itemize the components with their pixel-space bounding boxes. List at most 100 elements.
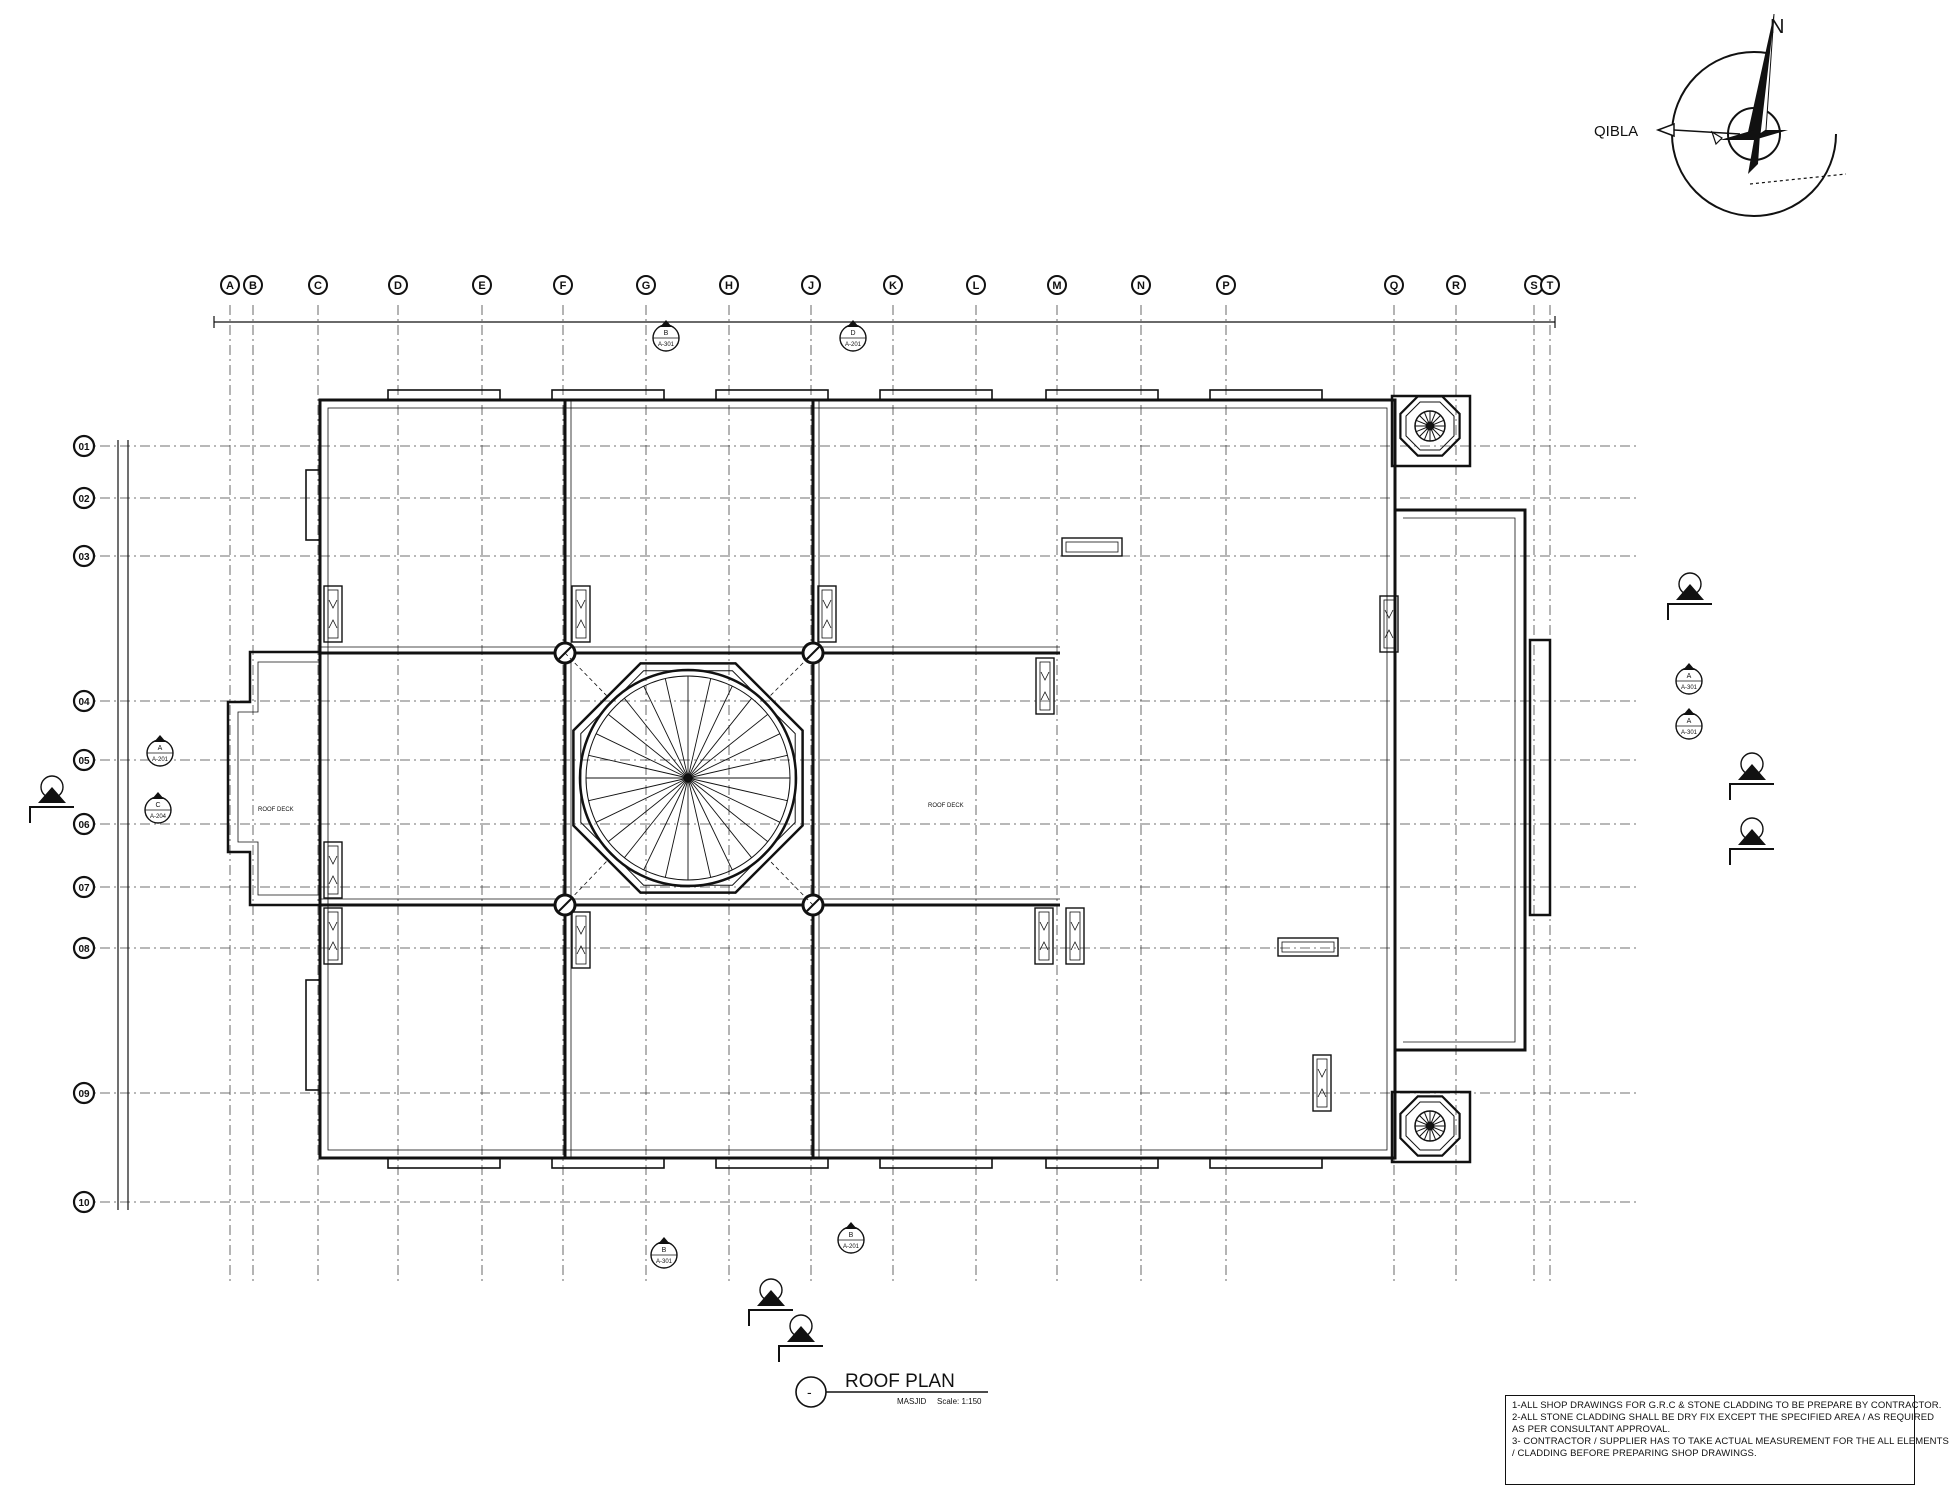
drawing-title: - ROOF PLAN MASJID Scale: 1:150 bbox=[795, 1371, 988, 1408]
title-name: ROOF PLAN bbox=[845, 1371, 955, 1392]
dome-rib bbox=[687, 777, 752, 858]
section-marker-sheet: A-301 bbox=[1681, 685, 1698, 691]
section-marker-id: A bbox=[1687, 673, 1692, 680]
row-grid-bubble: 03 bbox=[72, 544, 96, 568]
row-grid-bubble: 01 bbox=[72, 434, 96, 458]
roof-vent bbox=[1035, 657, 1055, 715]
cladding-panel bbox=[1209, 1157, 1323, 1169]
dome-rib bbox=[687, 733, 781, 779]
dome-rib bbox=[608, 777, 689, 842]
dome-rib bbox=[687, 685, 733, 779]
elevation-marker bbox=[1729, 817, 1774, 865]
beam-edges bbox=[320, 400, 1060, 1158]
column-grid-label: B bbox=[249, 280, 257, 292]
roof-vents bbox=[323, 537, 1399, 1112]
section-marker-id: B bbox=[662, 1247, 667, 1254]
column-grid-bubble: P bbox=[1216, 275, 1236, 295]
column-grid-label: Q bbox=[1390, 280, 1399, 292]
dome-rib bbox=[588, 754, 689, 779]
roof-vent bbox=[1312, 1054, 1332, 1112]
section-marker-id: A bbox=[1687, 718, 1692, 725]
row-grid-bubble: 08 bbox=[72, 936, 96, 960]
roof-deck-label-side: ROOF DECK bbox=[258, 807, 294, 813]
grid-lines bbox=[80, 305, 1640, 1285]
row-grid-label: 02 bbox=[78, 494, 90, 505]
column-grid-bubble: C bbox=[308, 275, 328, 295]
dome-rib bbox=[624, 777, 689, 858]
section-marker-sheet: A-301 bbox=[656, 1259, 673, 1265]
minaret bbox=[1399, 1095, 1461, 1157]
column-grid-label: T bbox=[1547, 280, 1554, 292]
top-dimension-line bbox=[213, 316, 1556, 328]
cladding-panel bbox=[1209, 389, 1323, 401]
cladding-panel bbox=[879, 1157, 993, 1169]
minarets bbox=[1399, 395, 1461, 1157]
dome-rib bbox=[624, 698, 689, 779]
roof-beams bbox=[320, 400, 1060, 1158]
elevation-marker bbox=[748, 1278, 793, 1326]
dome-octagon-outer bbox=[572, 662, 804, 894]
dome-rib bbox=[687, 777, 788, 802]
cladding-panel bbox=[879, 389, 993, 401]
section-marker-sheet: A-201 bbox=[152, 757, 169, 763]
column-grid-label: C bbox=[314, 280, 322, 292]
dome-rib bbox=[687, 777, 712, 878]
cladding-panel bbox=[1045, 1157, 1159, 1169]
dome-ring-outer bbox=[578, 668, 798, 888]
cladding-panel bbox=[305, 469, 321, 541]
row-grid-label: 01 bbox=[78, 442, 90, 453]
dome-rib bbox=[687, 777, 768, 842]
row-grid-label: 08 bbox=[78, 944, 90, 955]
row-grid-label: 03 bbox=[78, 552, 90, 563]
column-grid-label: P bbox=[1222, 280, 1229, 292]
dome-rib bbox=[643, 777, 689, 871]
note-line: AS PER CONSULTANT APPROVAL. bbox=[1512, 1424, 1671, 1435]
row-grid-label: 09 bbox=[78, 1089, 90, 1100]
roof-vent bbox=[571, 911, 591, 969]
dome-rib bbox=[687, 777, 733, 871]
column-grid-label: E bbox=[478, 280, 485, 292]
column-grid-bubble: G bbox=[636, 275, 656, 295]
section-marker: AA-201 bbox=[146, 735, 174, 767]
section-marker-sheet: A-204 bbox=[150, 814, 167, 820]
roof-vent bbox=[323, 841, 343, 899]
note-line: 1-ALL SHOP DRAWINGS FOR G.R.C & STONE CL… bbox=[1512, 1400, 1942, 1411]
cladding-panel bbox=[715, 389, 829, 401]
dome-rib bbox=[687, 754, 788, 779]
section-marker: DA-201 bbox=[839, 320, 867, 352]
section-marker-sheet: A-301 bbox=[1681, 730, 1698, 736]
row-grid-bubble: 06 bbox=[72, 812, 96, 836]
column-grid-label: S bbox=[1530, 280, 1537, 292]
column-grid-label: N bbox=[1137, 280, 1145, 292]
row-grid-label: 04 bbox=[78, 697, 90, 708]
section-marker-sheet: A-301 bbox=[658, 342, 675, 348]
minaret bbox=[1399, 395, 1461, 457]
roof-vent bbox=[1061, 537, 1123, 557]
dome-rib bbox=[595, 777, 689, 823]
dome-rib bbox=[664, 678, 689, 779]
column-grid-bubble: D bbox=[388, 275, 408, 295]
section-marker: A A-301 bbox=[1675, 708, 1703, 740]
roof-vent bbox=[817, 585, 837, 643]
section-markers: BA-301DA-201BA-301BA-201AA-201CA-204AA-3… bbox=[29, 320, 1774, 1362]
column-grid-bubble: L bbox=[966, 275, 986, 295]
section-marker-id: B bbox=[849, 1232, 854, 1239]
dome-rib bbox=[687, 714, 768, 779]
column-grid-bubble: R bbox=[1446, 275, 1466, 295]
title-symbol: - bbox=[807, 1384, 812, 1400]
cladding-panel bbox=[1045, 389, 1159, 401]
cladding-panel bbox=[551, 1157, 665, 1169]
title-subtitle: MASJID bbox=[897, 1397, 927, 1406]
column-grid-bubble: J bbox=[801, 275, 821, 295]
row-grid-label: 10 bbox=[78, 1198, 90, 1209]
column-grid-bubble: F bbox=[553, 275, 573, 295]
elevation-marker bbox=[29, 775, 74, 823]
north-label: N bbox=[1770, 16, 1784, 38]
column-grid-label: R bbox=[1452, 280, 1460, 292]
row-grid-label: 06 bbox=[78, 820, 90, 831]
column-grid-bubble: A bbox=[220, 275, 240, 295]
left-dimension-line bbox=[117, 440, 129, 1210]
